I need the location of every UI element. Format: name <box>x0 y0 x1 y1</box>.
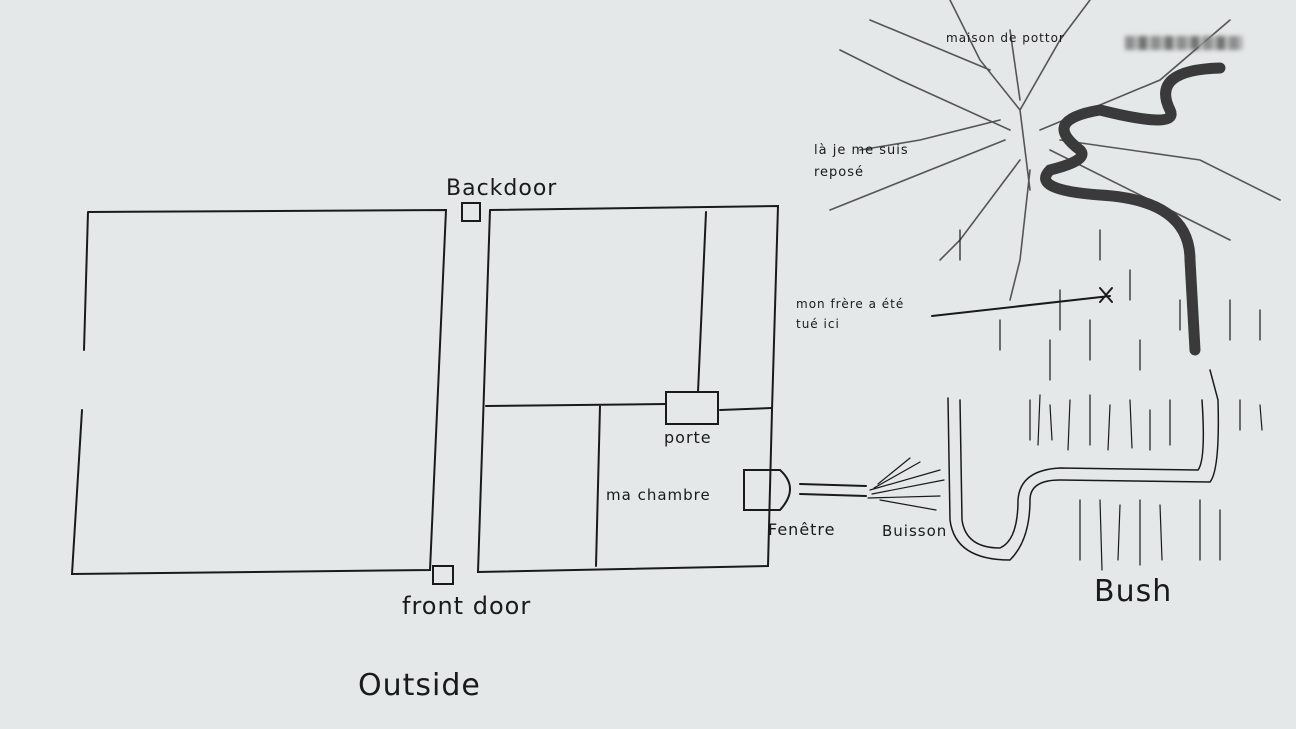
frere-label: mon frère a été tué ici <box>796 297 905 331</box>
ma-chambre-label: ma chambre <box>606 486 711 504</box>
frontdoor-marker <box>432 565 454 585</box>
buisson-label: Buisson <box>882 522 948 540</box>
river <box>1040 62 1226 356</box>
interior-walls <box>485 211 773 567</box>
fenetre-marker <box>743 469 791 511</box>
grass-tufts <box>959 229 1263 571</box>
backdoor-label: Backdoor <box>446 176 558 201</box>
redacted-text <box>1125 36 1243 50</box>
repose-label: là je me suis reposé <box>814 143 909 180</box>
porte-label: porte <box>664 428 712 447</box>
window-lines <box>799 483 867 497</box>
bush-label: Bush <box>1094 574 1173 609</box>
left-building <box>70 208 448 576</box>
porte-marker <box>665 391 719 425</box>
front-door-label: front door <box>402 592 532 620</box>
maison-label: maison de pottor <box>946 31 1065 45</box>
fenetre-label: Fenêtre <box>768 520 836 539</box>
outside-label: Outside <box>358 668 481 703</box>
backdoor-marker <box>461 202 481 222</box>
path-outline <box>947 369 1220 561</box>
frere-pointer <box>931 287 1113 317</box>
buisson-bush <box>867 457 945 511</box>
right-building <box>476 204 780 574</box>
